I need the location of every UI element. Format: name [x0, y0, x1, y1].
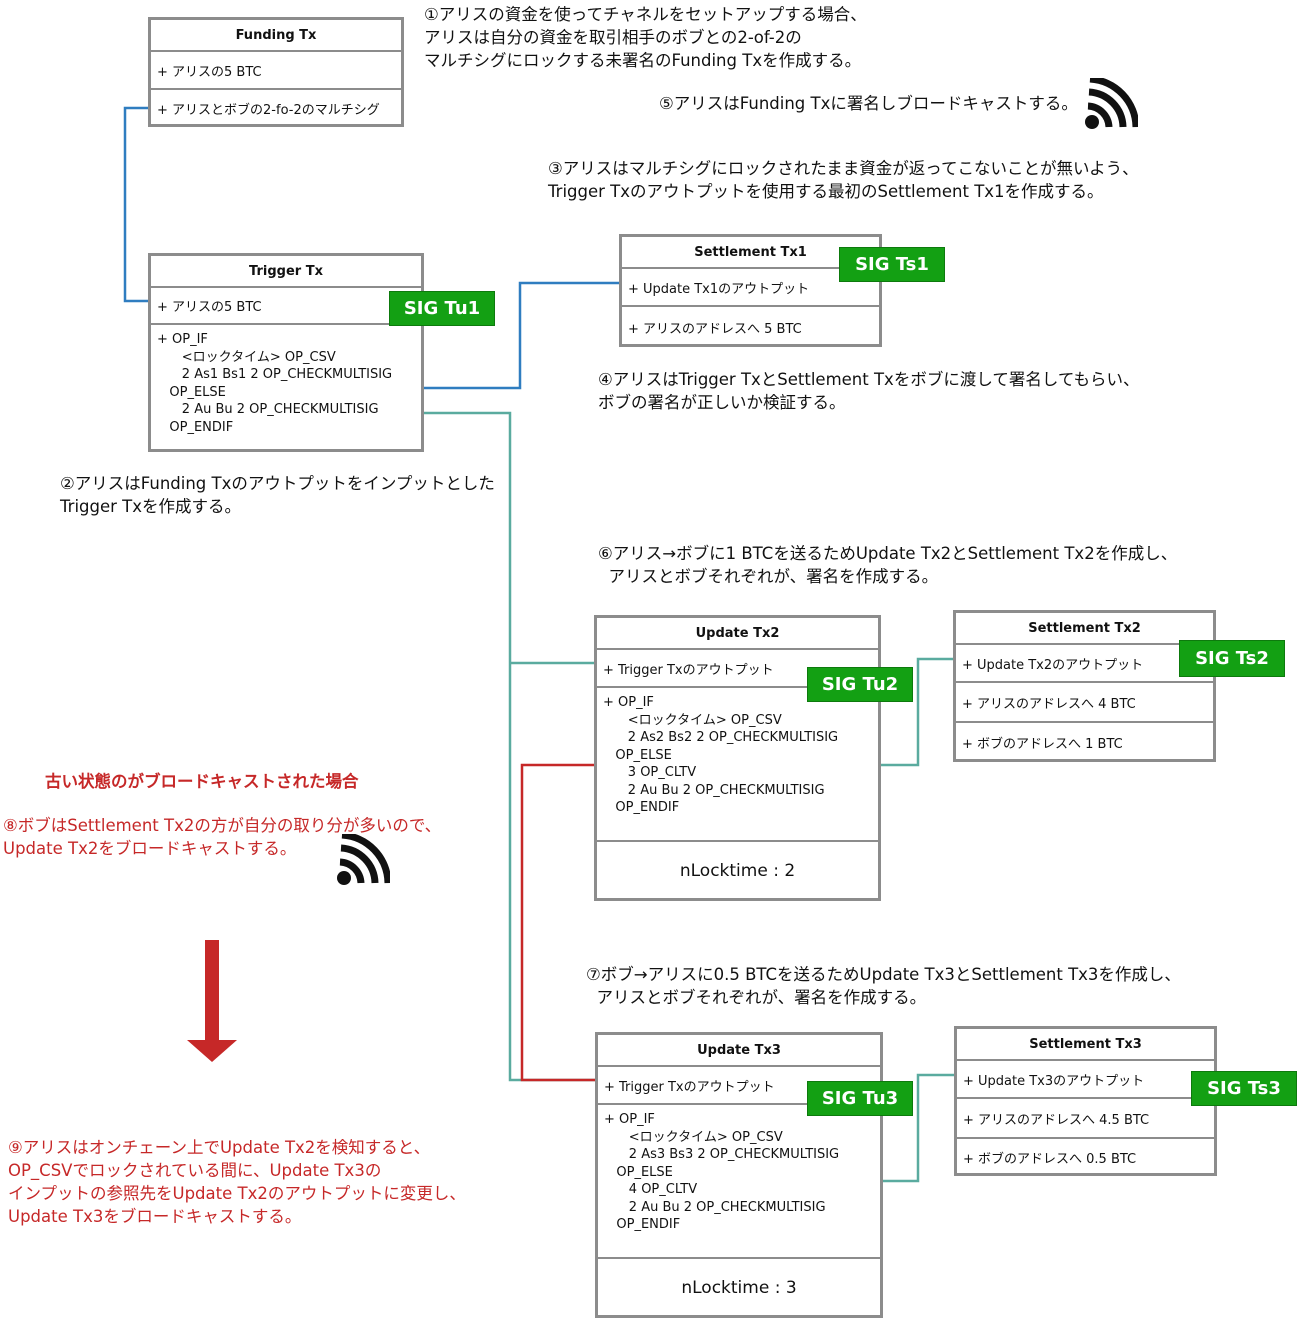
sig-ts2-badge: SIG Ts2 — [1179, 640, 1285, 677]
settlement-tx3-box: Settlement Tx3 + Update Tx3のアウトプット + アリス… — [954, 1026, 1217, 1176]
broadcast-icon — [1085, 78, 1138, 129]
funding-tx-title: Funding Tx — [151, 20, 401, 52]
down-arrow-icon — [187, 940, 237, 1062]
update-tx3-locktime: nLocktime : 3 — [681, 1278, 797, 1298]
update-tx3-title: Update Tx3 — [598, 1035, 880, 1067]
settlement-tx2-row: + ボブのアドレスへ 1 BTC — [962, 736, 1123, 752]
trigger-tx-box: Trigger Tx + アリスの5 BTC + OP_IF <ロックタイム> … — [148, 253, 424, 452]
trigger-tx-input-row: + アリスの5 BTC — [151, 288, 421, 325]
sig-ts3-badge: SIG Ts3 — [1191, 1071, 1297, 1106]
update-tx2-script: + OP_IF <ロックタイム> OP_CSV 2 As2 Bs2 2 OP_C… — [597, 688, 878, 842]
old-state-heading: 古い状態のがブロードキャストされた場合 — [45, 772, 359, 791]
settlement-tx1-row: + アリスのアドレスへ 5 BTC — [628, 321, 802, 337]
step8-note: ⑧ボブはSettlement Tx2の方が自分の取り分が多いので、 Update… — [3, 816, 442, 858]
update-tx2-input-row: + Trigger Txのアウトプット — [597, 650, 878, 688]
settlement-tx3-row: + ボブのアドレスへ 0.5 BTC — [963, 1151, 1137, 1167]
step7-note: ⑦ボブ→アリスに0.5 BTCを送るためUpdate Tx3とSettlemen… — [586, 965, 1181, 1007]
step6-note: ⑥アリス→ボブに1 BTCを送るためUpdate Tx2とSettlement … — [598, 544, 1178, 586]
settlement-tx3-title: Settlement Tx3 — [957, 1029, 1214, 1061]
trigger-to-settlement1-line — [423, 281, 621, 390]
sig-ts1-badge: SIG Ts1 — [839, 247, 945, 282]
trigger-tx-script: + OP_IF <ロックタイム> OP_CSV 2 As1 Bs1 2 OP_C… — [157, 332, 393, 435]
step9-note: ⑨アリスはオンチェーン上でUpdate Tx2を検知すると、 OP_CSVでロッ… — [8, 1138, 466, 1226]
settlement-tx2-box: Settlement Tx2 + Update Tx2のアウトプット + アリス… — [953, 610, 1216, 762]
settlement-tx2-row: + アリスのアドレスへ 4 BTC — [956, 683, 1213, 723]
settlement-tx1-title: Settlement Tx1 — [622, 237, 879, 269]
settlement-tx2-title: Settlement Tx2 — [956, 613, 1213, 645]
sig-tu2-badge: SIG Tu2 — [807, 667, 913, 702]
update-tx3-box: Update Tx3 + Trigger Txのアウトプット + OP_IF <… — [595, 1032, 883, 1318]
step1-note: ①アリスの資金を使ってチャネルをセットアップする場合、 アリスは自分の資金を取引… — [424, 5, 867, 70]
settlement-tx1-row: + Update Tx1のアウトプット — [622, 269, 879, 307]
update3-to-settlement3-line — [880, 1073, 956, 1183]
funding-tx-row: + アリスとボブの2-fo-2のマルチシグ — [157, 102, 380, 118]
update-tx3-script: + OP_IF <ロックタイム> OP_CSV 2 As3 Bs3 2 OP_C… — [598, 1105, 880, 1259]
sig-tu1-badge: SIG Tu1 — [389, 291, 495, 326]
update-tx2-title: Update Tx2 — [597, 618, 878, 650]
update-tx2-locktime: nLocktime : 2 — [679, 861, 796, 881]
settlement-tx2-row: + Update Tx2のアウトプット — [956, 645, 1213, 683]
settlement-tx3-row: + Update Tx3のアウトプット — [957, 1061, 1214, 1099]
settlement-tx1-box: Settlement Tx1 + Update Tx1のアウトプット + アリス… — [619, 234, 882, 347]
broadcast-icon — [337, 834, 390, 885]
settlement-tx3-row: + アリスのアドレスへ 4.5 BTC — [957, 1099, 1214, 1139]
sig-tu3-badge: SIG Tu3 — [807, 1081, 913, 1116]
funding-to-trigger-line — [123, 106, 150, 303]
funding-tx-box: Funding Tx + アリスの5 BTC + アリスとボブの2-fo-2のマ… — [148, 17, 404, 127]
update2-to-update3-red-line — [520, 763, 596, 1082]
update-tx2-box: Update Tx2 + Trigger Txのアウトプット + OP_IF <… — [594, 615, 881, 901]
step5-note: ⑤アリスはFunding Txに署名しブロードキャストする。 — [659, 94, 1078, 113]
step3-note: ③アリスはマルチシグにロックされたまま資金が返ってこないことが無いよう、 Tri… — [548, 159, 1139, 201]
step2-note: ②アリスはFunding Txのアウトプットをインプットとした Trigger … — [60, 474, 495, 516]
step4-note: ④アリスはTrigger TxとSettlement Txをボブに渡して署名して… — [598, 370, 1140, 412]
funding-tx-row: + アリスの5 BTC — [151, 52, 401, 90]
update2-to-settlement2-line — [879, 657, 955, 767]
trigger-tx-title: Trigger Tx — [151, 256, 421, 288]
update-tx3-input-row: + Trigger Txのアウトプット — [598, 1067, 880, 1105]
